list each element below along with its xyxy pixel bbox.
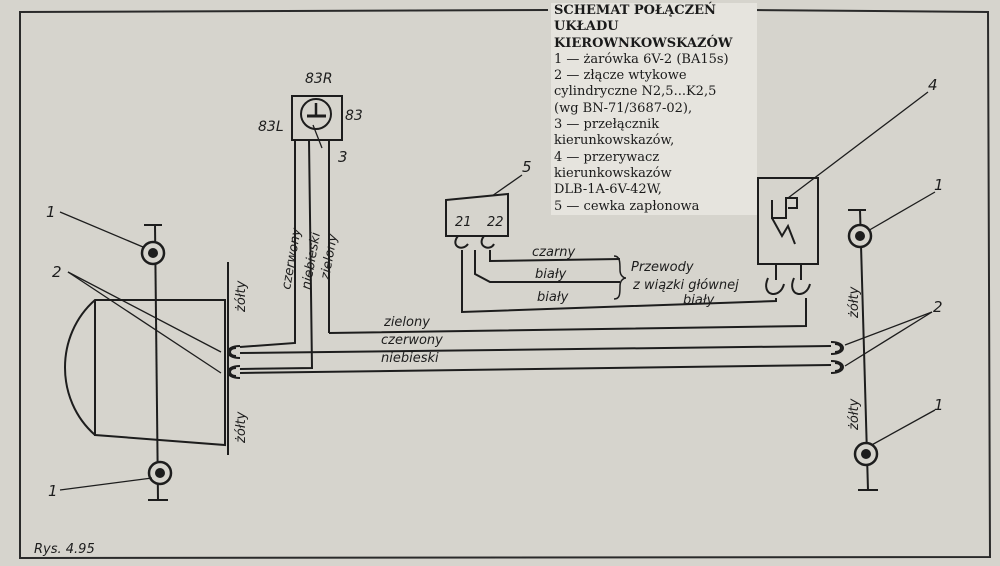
wire-czarny — [489, 250, 621, 263]
left-connectors — [227, 345, 241, 379]
label-terminal-22: 22 — [487, 215, 504, 230]
legend-item: 4 — przerywacz — [554, 149, 660, 165]
legend-item: kierunkowskazów — [554, 165, 672, 181]
wire-zielony — [328, 298, 807, 334]
label-4: 4 — [928, 76, 938, 94]
wire-bialy-mid — [474, 250, 620, 283]
label-1-right-top: 1 — [934, 176, 944, 194]
left-top-bulb — [140, 240, 166, 266]
label-zielony-horizontal: zielony — [383, 315, 430, 330]
label-zolty-left-bottom: żółty — [234, 411, 249, 444]
label-1-left-top: 1 — [46, 203, 56, 221]
legend-item: DLB-1A-6V-42W, — [554, 182, 662, 198]
label-bialy-upper: biały — [535, 267, 567, 282]
legend-item: kierunkowskazów, — [554, 133, 675, 149]
label-83r: 83R — [305, 71, 333, 87]
label-z-wiazki: z wiązki głównej — [632, 278, 739, 293]
headlamp-outline — [64, 299, 226, 447]
label-5: 5 — [522, 158, 532, 176]
wire-niebieski-vertical — [239, 139, 314, 370]
label-3: 3 — [338, 148, 348, 166]
label-zolty-left-top: żółty — [234, 280, 249, 313]
legend-item: 1 — żarówka 6V-2 (BA15s) — [554, 51, 729, 67]
frame-border — [19, 9, 992, 560]
legend-item: cylindryczne N2,5...K2,5 — [554, 84, 717, 100]
wire-niebieski-long — [239, 364, 832, 374]
left-vertical-wire — [154, 224, 159, 501]
leader-lines — [59, 91, 936, 491]
left-bottom-bulb — [147, 460, 173, 486]
label-przewody: Przewody — [631, 260, 694, 275]
legend-item: (wg BN-71/3687-02), — [554, 100, 693, 116]
right-bottom-bulb — [853, 441, 879, 467]
wire-czerwony-long — [239, 345, 832, 354]
legend-item: 3 — przełącznik — [554, 117, 660, 133]
figure-number: Rys. 4.95 — [34, 542, 95, 557]
label-83: 83 — [345, 108, 363, 124]
label-terminal-21: 21 — [455, 215, 472, 230]
label-czerwony-horizontal: czerwony — [381, 333, 443, 348]
legend-box: SCHEMAT POŁĄCZEŃ UKŁADU KIEROWNKOWSKAZÓW… — [551, 3, 757, 215]
label-niebieski-horizontal: niebieski — [381, 351, 439, 366]
label-bialy-lower: biały — [537, 290, 569, 305]
wire-bialy-low — [461, 250, 777, 314]
legend-title-line-2: UKŁADU — [554, 19, 619, 35]
wiring — [239, 139, 832, 374]
label-zolty-right-bottom: żółty — [847, 398, 862, 431]
label-bialy-right: biały — [683, 293, 715, 308]
label-2-left: 2 — [52, 263, 62, 281]
left-lamp-assembly — [64, 224, 229, 501]
label-zolty-right-top: żółty — [847, 286, 862, 319]
label-83l: 83L — [258, 119, 284, 135]
legend-title-line-3: KIEROWNKOWSKAZÓW — [554, 35, 733, 51]
legend-title-line-1: SCHEMAT POŁĄCZEŃ — [554, 3, 716, 18]
labels: 1 2 1 83R 83 83L 3 5 21 22 4 1 2 1 żółty… — [34, 71, 944, 557]
legend-item: 5 — cewka zapłonowa — [554, 198, 700, 214]
turn-signal-switch — [291, 95, 343, 141]
wiring-bracket — [613, 255, 627, 300]
flasher-unit — [757, 177, 819, 295]
ignition-coil — [445, 192, 509, 249]
label-czarny: czarny — [532, 245, 576, 260]
right-top-bulb — [847, 223, 873, 249]
legend-item: 2 — złącze wtykowe — [554, 68, 687, 84]
label-1-left-bottom: 1 — [48, 482, 58, 500]
label-1-right-bottom: 1 — [934, 396, 944, 414]
label-2-right: 2 — [933, 298, 943, 316]
wire-czerwony — [239, 140, 296, 348]
